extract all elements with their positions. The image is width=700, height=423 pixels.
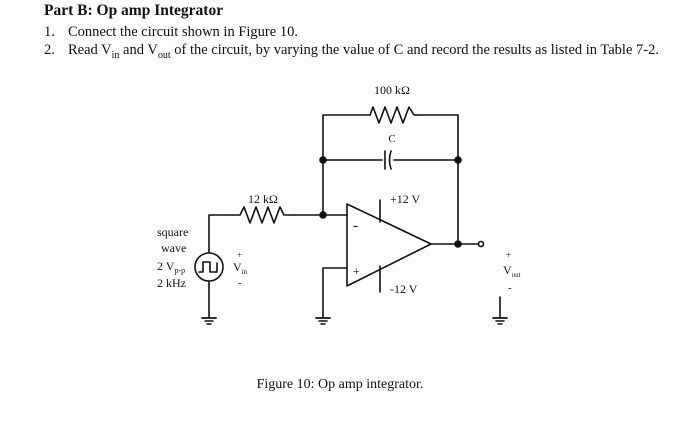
ground-icon	[315, 317, 331, 325]
feedback-capacitor	[384, 150, 392, 170]
feedback-resistor	[369, 106, 418, 124]
step-number: 1.	[44, 24, 55, 40]
instruction-list: 1. Connect the circuit shown in Figure 1…	[44, 24, 674, 65]
positive-supply-label: +12 V	[390, 192, 421, 206]
negative-supply-label: -12 V	[390, 282, 418, 296]
vout-label: Vout	[503, 263, 521, 279]
source-label-line1: square	[157, 225, 188, 239]
step-number: 2.	[44, 42, 55, 58]
instruction-step-1: 1. Connect the circuit shown in Figure 1…	[44, 24, 674, 41]
inverting-input-sign: -	[353, 218, 358, 234]
output-node	[454, 240, 462, 248]
section-heading: Part B: Op amp Integrator	[44, 2, 224, 19]
source-top-wire	[208, 214, 233, 253]
source-label-line2: wave	[161, 241, 186, 255]
junction-node	[319, 211, 327, 219]
step-text: Connect the circuit shown in Figure 10.	[68, 24, 298, 40]
noninverting-ground-wire	[322, 267, 348, 319]
output-terminal	[477, 240, 485, 248]
ground-icon	[201, 317, 217, 325]
feedback-resistor-label: 100 kΩ	[374, 83, 410, 97]
source-frequency: 2 kHz	[157, 276, 186, 290]
square-wave-source-icon	[194, 252, 224, 282]
feedback-wires	[319, 114, 462, 245]
vin-label: Vin	[233, 260, 248, 276]
vin-plus: +	[237, 250, 242, 260]
vout-plus: +	[506, 250, 511, 260]
ground-icon	[492, 296, 508, 325]
input-resistor-label: 12 kΩ	[248, 192, 278, 206]
input-resistor	[231, 206, 295, 224]
vin-minus: -	[238, 277, 242, 289]
instruction-step-2: 2. Read Vin and Vout of the circuit, by …	[44, 42, 674, 64]
source-amplitude: 2 Vp-p	[157, 259, 185, 275]
noninverting-input-sign: +	[353, 264, 360, 278]
capacitor-label: C	[388, 133, 395, 145]
figure-caption: Figure 10: Op amp integrator.	[257, 377, 424, 392]
step-text: Read Vin and Vout of the circuit, by var…	[68, 42, 659, 61]
vout-minus: -	[508, 282, 512, 294]
op-amp-triangle	[346, 203, 432, 287]
